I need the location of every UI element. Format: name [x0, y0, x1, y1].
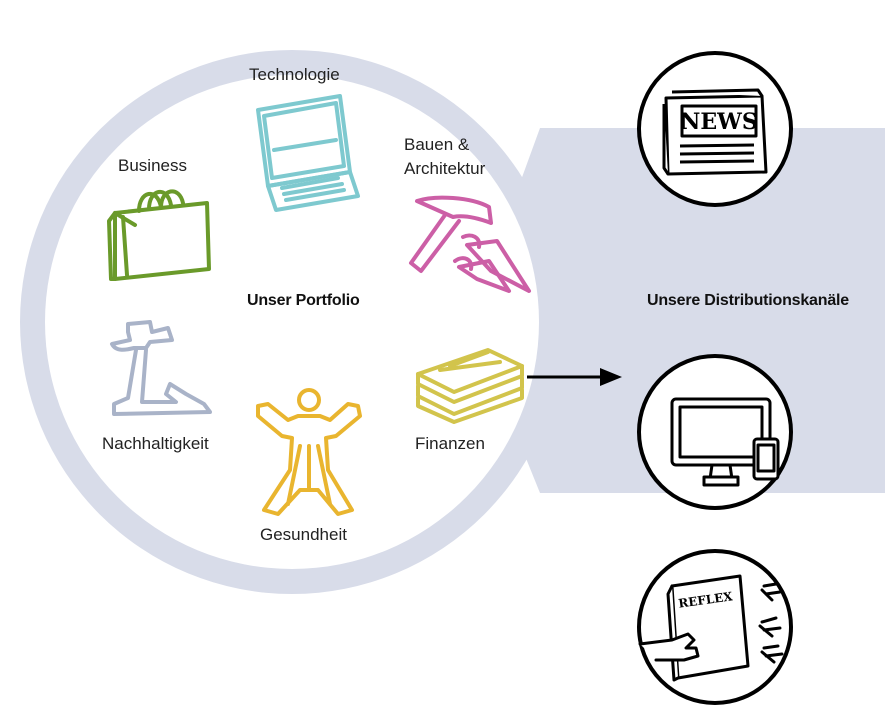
money-stack-icon: [416, 348, 524, 424]
channel-digital: [637, 354, 793, 510]
monitor-tablet-icon: [670, 397, 780, 487]
label-architektur: Architektur: [404, 159, 486, 178]
label-gesundheit: Gesundheit: [260, 525, 347, 544]
newspaper-icon: [662, 88, 768, 176]
channel-news: NEWS: [637, 51, 793, 207]
human-figure-icon: [256, 388, 362, 516]
shopping-bag-icon: [107, 189, 211, 281]
label-finanzen: Finanzen: [415, 434, 485, 453]
arrow-head-icon: [600, 368, 622, 386]
label-technologie: Technologie: [249, 65, 340, 84]
hammer-nails-icon: [409, 195, 531, 293]
portfolio-title: Unser Portfolio: [247, 292, 360, 309]
newspaper-headline: NEWS: [680, 109, 757, 135]
laptop-icon: [256, 94, 360, 212]
label-business: Business: [118, 156, 187, 175]
wind-turbine-icon: [110, 320, 212, 416]
magazine-hands-icon: [638, 574, 784, 682]
distribution-title: Unsere Distributionskanäle: [647, 292, 849, 309]
label-bauen: Bauen &: [404, 135, 470, 154]
channel-print: REFLEX: [637, 549, 793, 705]
label-nachhaltigkeit: Nachhaltigkeit: [102, 434, 209, 453]
